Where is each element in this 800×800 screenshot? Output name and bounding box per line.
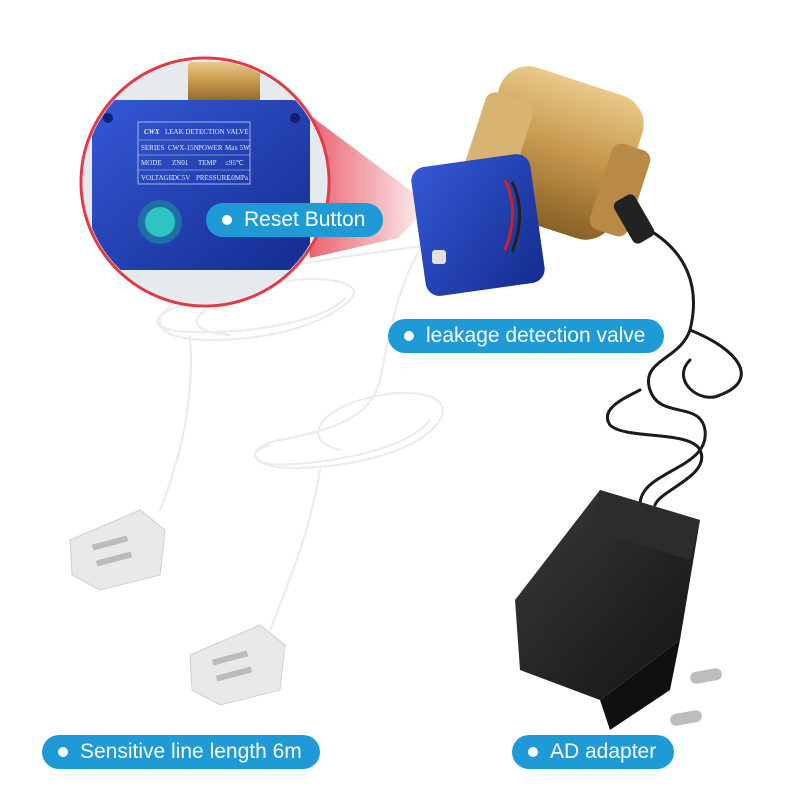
plate-pressure-value: 1.0MPa <box>226 174 249 182</box>
reset-button-label: Reset Button <box>206 203 384 237</box>
dc-connector <box>613 194 655 244</box>
sensor-probe-left <box>69 509 166 591</box>
plate-brand: CWX <box>144 128 160 136</box>
valve-text: leakage detection valve <box>426 324 646 347</box>
bullet-icon <box>528 747 538 757</box>
plate-temp-value: ≤95℃ <box>225 159 244 167</box>
line-length-label: Sensitive line length 6m <box>42 735 320 769</box>
plate-mode-label: MODE <box>141 159 162 167</box>
plate-pressure-label: PRESSURE <box>196 174 231 182</box>
valve-label: leakage detection valve <box>388 319 664 353</box>
bullet-icon <box>58 747 68 757</box>
plate-mode-value: ZN01 <box>172 159 189 167</box>
reset-button-text: Reset Button <box>244 208 366 231</box>
adapter-label: AD adapter <box>512 735 675 769</box>
plate-voltage-label: VOLTAGE <box>141 174 173 182</box>
plate-title: LEAK DETECTION VALVE <box>165 128 248 136</box>
reset-button-icon <box>145 207 175 237</box>
bullet-icon <box>222 215 232 225</box>
adapter-text: AD adapter <box>550 740 657 763</box>
nameplate: CWX LEAK DETECTION VALVE SERIES CWX-15N … <box>137 121 251 185</box>
plate-temp-label: TEMP <box>198 159 217 167</box>
magnified-view: CWX LEAK DETECTION VALVE SERIES CWX-15N … <box>79 56 331 308</box>
plate-series-label: SERIES <box>141 144 164 152</box>
valve-actuator <box>411 154 545 296</box>
adapter-cable <box>606 223 743 507</box>
plate-series-value: CWX-15N <box>168 144 199 152</box>
ac-adapter <box>515 490 722 730</box>
plate-power-value: Max 5W <box>225 144 250 152</box>
plate-voltage-value: DC5V <box>172 174 190 182</box>
plate-power-label: POWER <box>198 144 223 152</box>
line-length-text: Sensitive line length 6m <box>80 740 302 763</box>
bullet-icon <box>404 331 414 341</box>
sensor-probe-right <box>189 624 286 706</box>
